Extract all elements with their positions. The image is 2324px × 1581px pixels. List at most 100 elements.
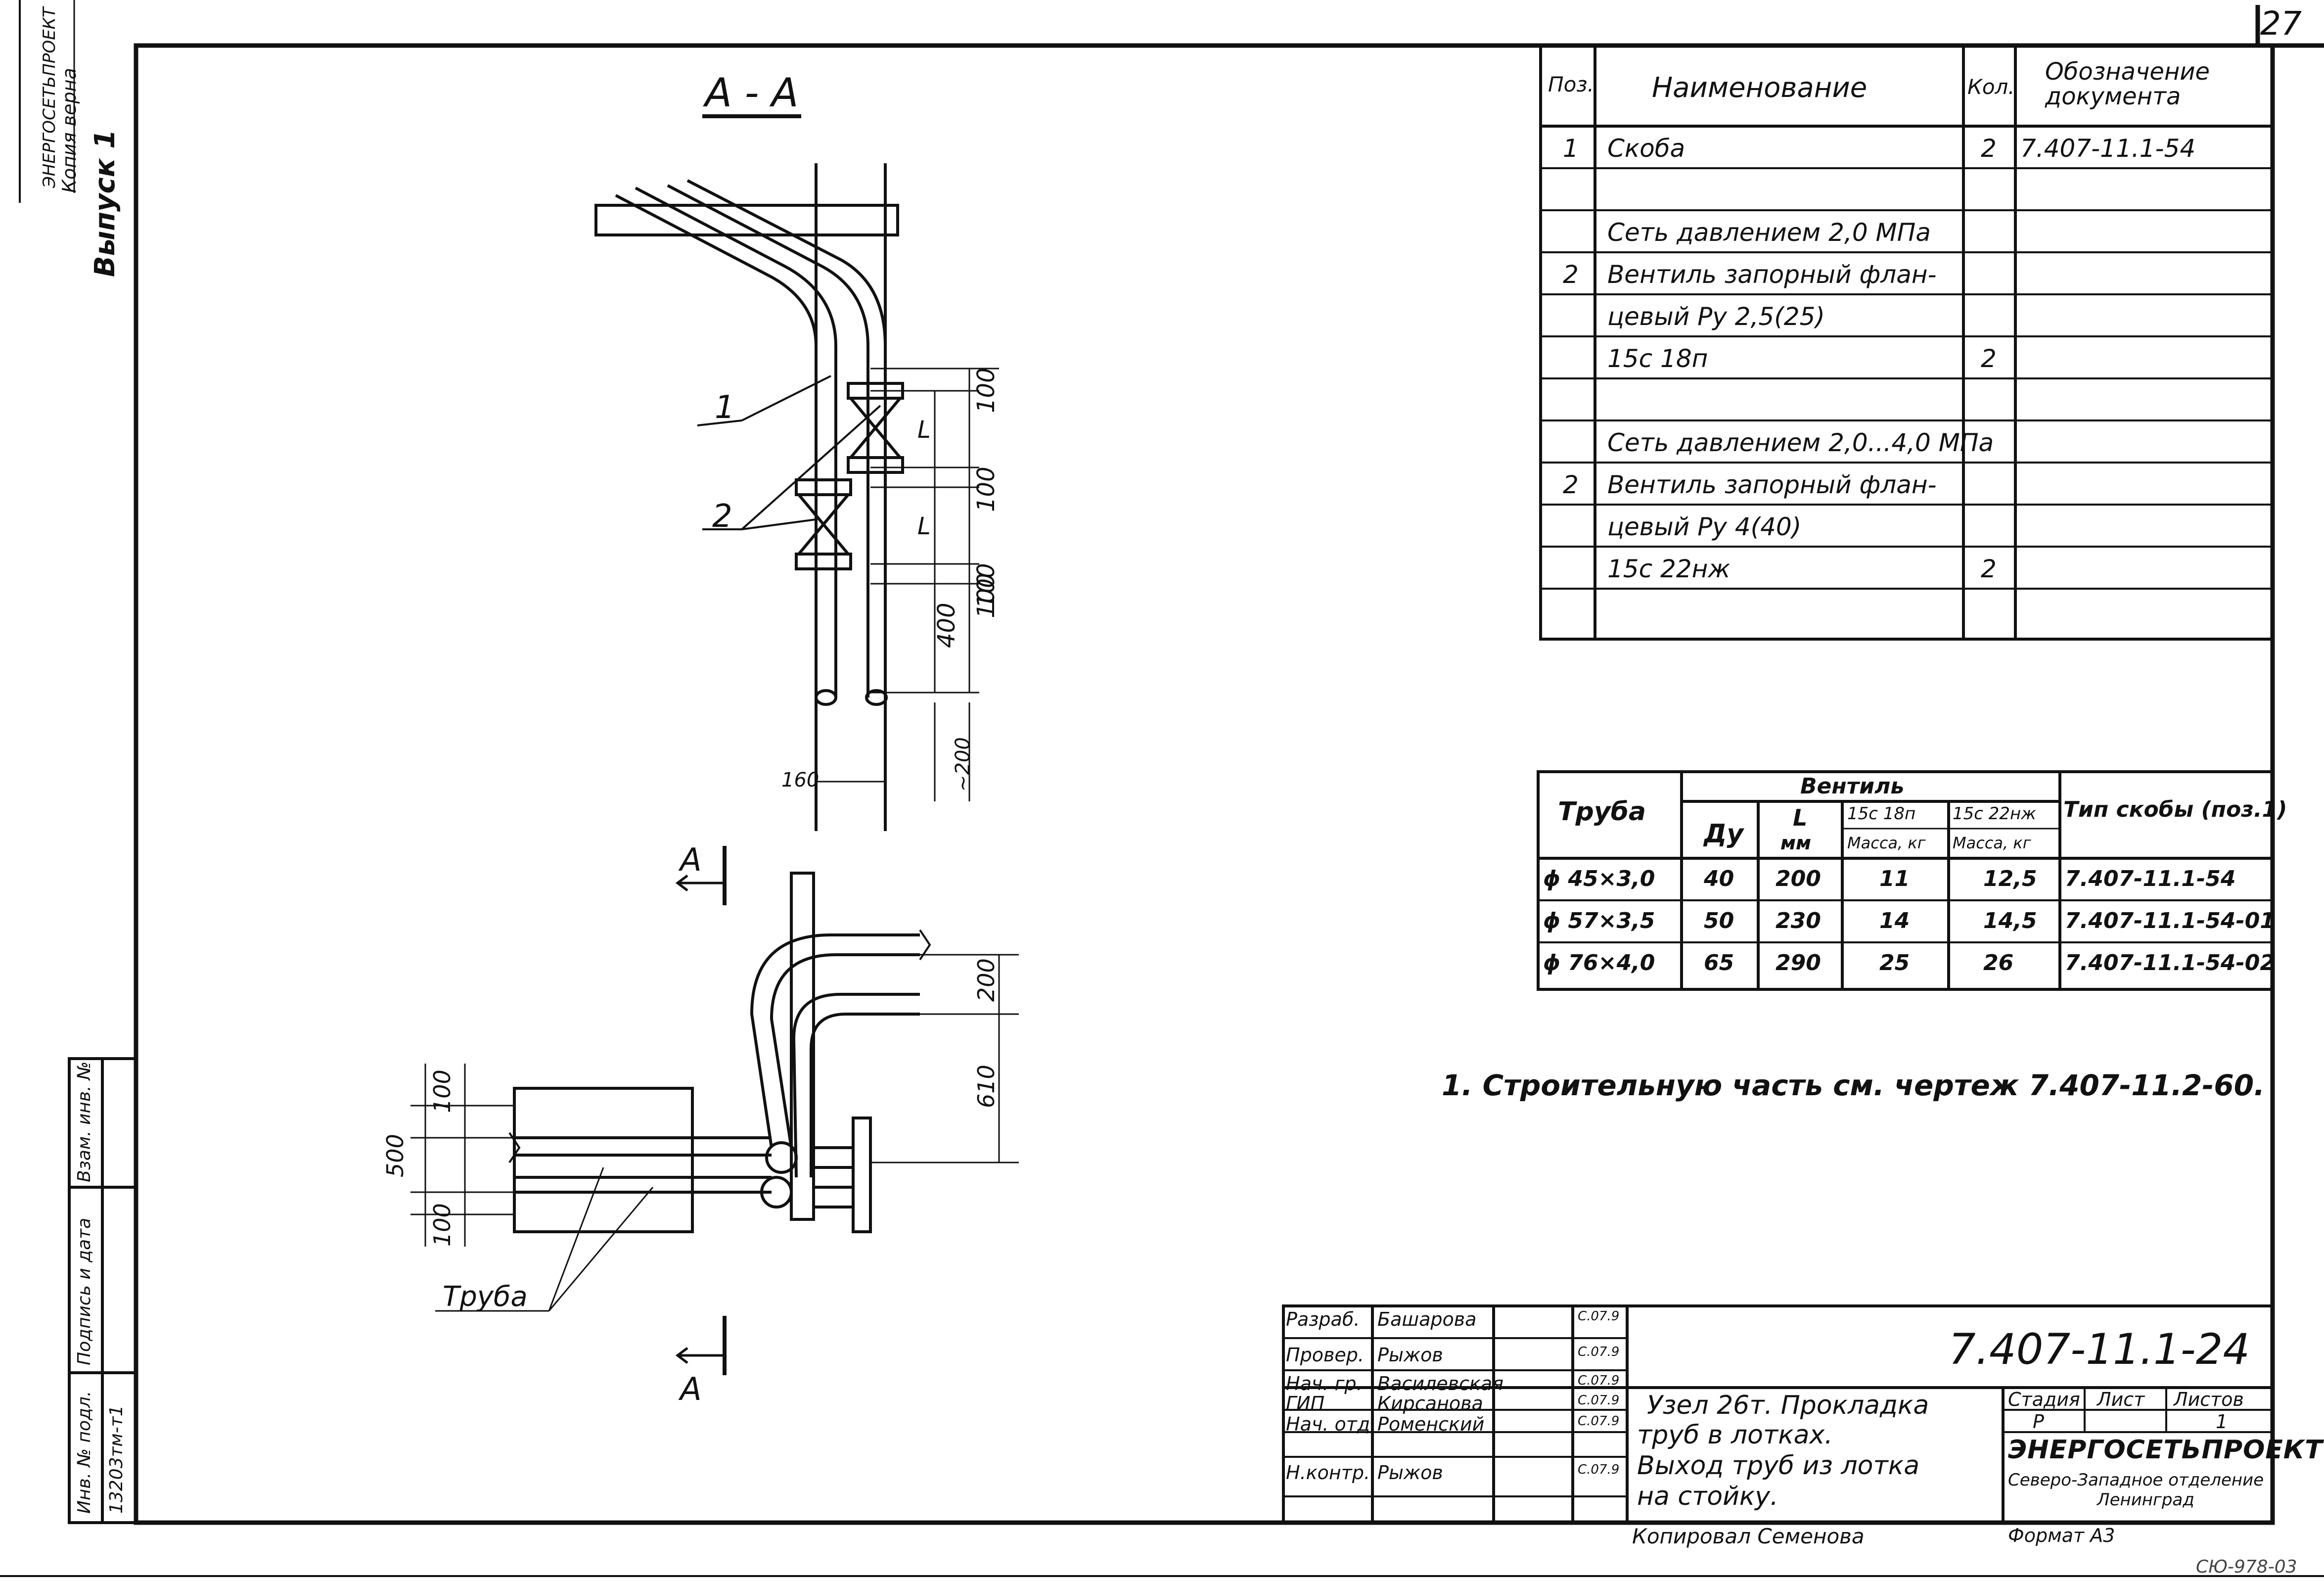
spec-header-qty: Кол. — [1967, 75, 2015, 99]
staff-date: С.07.9 — [1578, 1309, 1620, 1324]
staff-role: Провер. — [1286, 1344, 1364, 1366]
staff-date: С.07.9 — [1578, 1414, 1620, 1429]
cut-mark-bottom: А — [678, 1371, 702, 1408]
plan-dim-500: 500 — [382, 1134, 409, 1177]
footer-code: СЮ-978-03 — [2196, 1557, 2297, 1577]
spec-cell-doc: 7.407-11.1-54 — [2020, 134, 2196, 163]
section-view-aa: А - А — [594, 70, 1000, 831]
staff-date: С.07.9 — [1578, 1373, 1620, 1388]
valve-cell-type: 7.407-11.1-54 — [2065, 866, 2236, 891]
valve-cell-l: 290 — [1776, 950, 1821, 976]
spec-cell-name: Скоба — [1607, 134, 1686, 163]
cut-mark-top: А — [678, 842, 702, 879]
dim-100-d: 100 — [972, 573, 1000, 618]
spec-cell-pos: 1 — [1563, 134, 1579, 163]
stage-value: Р — [2033, 1411, 2044, 1433]
dim-l-a: L — [917, 416, 931, 444]
spec-cell-qty: 2 — [1981, 344, 1997, 373]
dim-l-b: L — [917, 512, 931, 540]
vt-header-l-unit: мм — [1780, 832, 1812, 854]
staff-role: Нач. отд. — [1286, 1413, 1376, 1435]
org-name: ЭНЕРГОСЕТЬПРОЕКТ — [2008, 1435, 2323, 1465]
note-text: 1. Строительную часть см. чертеж 7.407-1… — [1442, 1069, 2265, 1102]
vt-header-v2: 15с 22нж — [1953, 804, 2036, 824]
spec-cell-name: Сеть давлением 2,0...4,0 МПа — [1607, 428, 1994, 457]
valve-cell-dy: 40 — [1704, 866, 1734, 891]
doc-code: 7.407-11.1-24 — [1949, 1325, 2250, 1374]
spec-cell-qty: 2 — [1981, 134, 1997, 163]
staff-date: С.07.9 — [1578, 1462, 1620, 1477]
sign-date-label: Подпись и дата — [74, 1217, 94, 1365]
pipe-label: Труба — [443, 1281, 528, 1313]
vt-header-v1: 15с 18п — [1847, 804, 1916, 824]
vt-header-dy: Ду — [1704, 819, 1744, 849]
valve-cell-pipe: ϕ 57×3,5 — [1543, 908, 1655, 933]
staff-name: Василевская — [1377, 1373, 1504, 1395]
section-title: А - А — [702, 70, 798, 116]
valve-cell-type: 7.407-11.1-54-01 — [2065, 908, 2275, 933]
dim-100-c: 100 — [972, 563, 1000, 608]
vt-header-type: Тип скобы (поз.1) — [2063, 797, 2287, 822]
valve-cell-pipe: ϕ 45×3,0 — [1543, 866, 1655, 891]
title-line-1: Узел 26т. Прокладка — [1647, 1391, 1929, 1420]
sheet-label: Лист — [2097, 1389, 2145, 1410]
sheets-label: Листов — [2174, 1389, 2244, 1410]
title-line-4: на стойку. — [1637, 1482, 1778, 1511]
spec-cell-pos: 2 — [1563, 260, 1579, 289]
valve-cell-type: 7.407-11.1-54-02 — [2065, 950, 2275, 976]
valve-cell-l: 230 — [1776, 908, 1821, 933]
staff-name: Рыжов — [1377, 1344, 1443, 1366]
valve-cell-pipe: ϕ 76×4,0 — [1543, 950, 1655, 976]
org-stamp: ЭНЕРГОСЕТЬПРОЕКТ — [40, 7, 59, 188]
plan-dim-610: 610 — [973, 1065, 1000, 1108]
valve-cell-m1: 25 — [1879, 950, 1910, 976]
sheets-value: 1 — [2216, 1411, 2228, 1433]
valve-cell-l: 200 — [1776, 866, 1821, 891]
valve-cell-dy: 65 — [1704, 950, 1734, 976]
spec-cell-name: 15с 22нж — [1607, 555, 1731, 583]
vt-header-mass-1: Масса, кг — [1847, 834, 1926, 852]
stage-label: Стадия — [2008, 1389, 2080, 1410]
staff-role: Н.контр. — [1286, 1462, 1370, 1484]
staff-date: С.07.9 — [1578, 1345, 1620, 1359]
spec-header-name: Наименование — [1652, 72, 1868, 104]
title-line-2: труб в лотках. — [1637, 1420, 1833, 1450]
spec-cell-qty: 2 — [1981, 555, 1997, 583]
vt-header-valve: Вентиль — [1800, 774, 1905, 799]
inv-no-value: 13203тм-т1 — [106, 1405, 127, 1514]
page-number: 27 — [2260, 4, 2302, 43]
dim-400: 400 — [933, 603, 960, 648]
vt-header-l: L — [1793, 804, 1808, 831]
format-label: Формат А3 — [2008, 1525, 2115, 1546]
spec-cell-name: Вентиль запорный флан- — [1607, 470, 1937, 499]
spec-cell-pos: 2 — [1563, 470, 1579, 499]
plan-dim-100-b: 100 — [429, 1203, 456, 1247]
inv-no-label: Инв. № подл. — [74, 1391, 94, 1514]
spec-header-pos: Поз. — [1548, 72, 1594, 96]
staff-name: Роменский — [1377, 1413, 1485, 1435]
dim-100-a: 100 — [972, 368, 1000, 413]
valve-table — [1537, 770, 2274, 991]
dim-160: 160 — [781, 769, 819, 791]
staff-name: Башарова — [1377, 1308, 1477, 1330]
spec-table — [1539, 44, 2274, 641]
spec-cell-name: Вентиль запорный флан- — [1607, 260, 1937, 289]
plan-dim-100-a: 100 — [429, 1070, 456, 1113]
dim-100-b: 100 — [972, 466, 1000, 512]
replace-label: Взам. инв. № — [74, 1061, 94, 1182]
staff-role: Нач. гр. — [1286, 1373, 1363, 1395]
valve-cell-m2: 12,5 — [1983, 866, 2037, 891]
staff-date: С.07.9 — [1578, 1393, 1620, 1408]
plan-dim-200: 200 — [973, 958, 1000, 1002]
spec-cell-name: цевый Ру 4(40) — [1607, 512, 1802, 541]
org-sub: Северо-Западное отделение — [2008, 1470, 2264, 1490]
valve-cell-m1: 11 — [1879, 866, 1910, 891]
side-strip — [19, 0, 137, 1524]
spec-cell-name: Сеть давлением 2,0 МПа — [1607, 218, 1931, 247]
callout-2: 2 — [712, 498, 732, 535]
vt-header-mass-2: Масса, кг — [1953, 834, 2031, 852]
callout-1: 1 — [715, 389, 735, 426]
staff-name: Кирсанова — [1377, 1393, 1483, 1414]
valve-cell-dy: 50 — [1704, 908, 1734, 933]
